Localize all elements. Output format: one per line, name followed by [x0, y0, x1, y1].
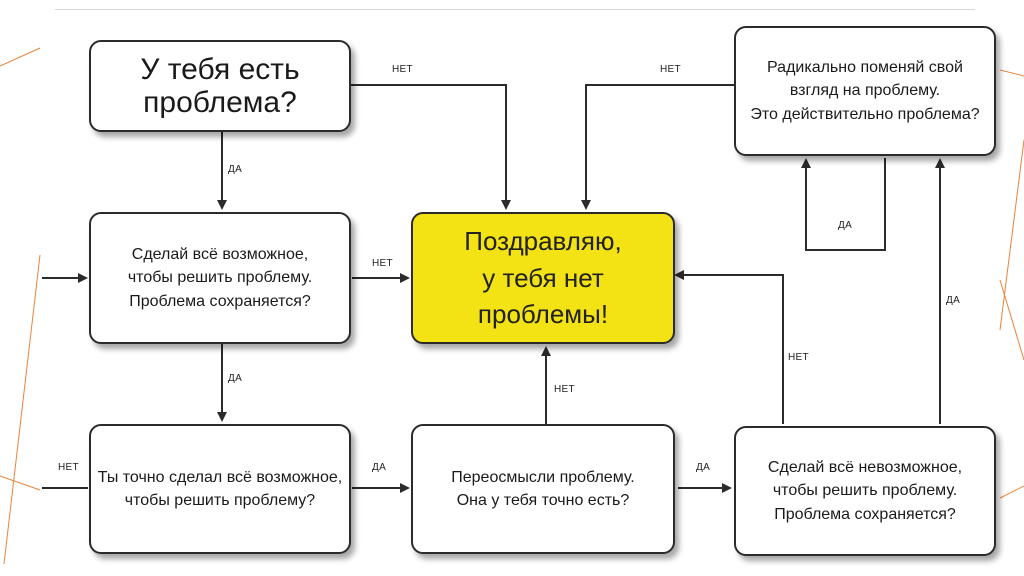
node-do-everything: Сделай всё возможное, чтобы решить пробл… — [89, 212, 351, 344]
node-start: У тебя есть проблема? — [89, 40, 351, 132]
node-sure-did: Ты точно сделал всё возможное, чтобы реш… — [89, 424, 351, 554]
node-radical: Радикально поменяй свой взгляд на пробле… — [734, 26, 996, 156]
label-yes-impossible: ДА — [946, 295, 961, 306]
node-rethink-line1: Переосмысли проблему. — [451, 468, 635, 486]
edge-start-final — [350, 84, 511, 210]
edge-radical-loop — [801, 158, 886, 251]
label-yes-do: ДА — [228, 373, 243, 384]
node-start-text: У тебя есть проблема? — [140, 53, 300, 119]
node-do-impossible-line3: Проблема сохраняется? — [774, 505, 956, 523]
label-yes-rethink: ДА — [696, 462, 711, 473]
label-yes-start: ДА — [228, 164, 243, 175]
node-final-line2: у тебя нет проблемы! — [477, 262, 609, 330]
node-do-everything-line1: Сделай всё возможное, — [131, 246, 309, 264]
label-no-impossible: НЕТ — [788, 352, 809, 363]
node-radical-line1: Радикально поменяй свой — [767, 59, 963, 77]
label-no-radical: НЕТ — [660, 64, 681, 75]
node-do-impossible-line2: чтобы решить проблему. — [772, 482, 958, 500]
node-sure-did-line1: Ты точно сделал всё возможное, — [97, 468, 343, 486]
edge-impossible-final — [674, 270, 784, 424]
edge-radical-final — [581, 84, 735, 210]
node-final-line1: Поздравляю, — [464, 226, 622, 257]
label-yes-sure: ДА — [372, 462, 387, 473]
label-no-rethink: НЕТ — [554, 384, 575, 395]
label-no-sure: НЕТ — [58, 462, 79, 473]
node-sure-did-line2: чтобы решить проблему? — [124, 492, 316, 509]
node-rethink: Переосмысли проблему. Она у тебя точно е… — [411, 424, 675, 554]
node-rethink-line2: Она у тебя точно есть? — [456, 492, 630, 509]
node-do-impossible-line1: Сделай всё невозможное, — [767, 459, 963, 477]
node-radical-line2: взгляд на проблему. — [789, 82, 941, 100]
node-final: Поздравляю, у тебя нет проблемы! — [411, 212, 675, 344]
node-do-everything-line3: Проблема сохраняется? — [129, 292, 311, 310]
label-no-start: НЕТ — [392, 64, 413, 75]
node-radical-line3: Это действительно проблема? — [750, 105, 980, 123]
label-no-do: НЕТ — [372, 258, 393, 269]
node-do-impossible: Сделай всё невозможное, чтобы решить про… — [734, 426, 996, 556]
top-divider — [55, 9, 975, 10]
decorative-lines — [0, 47, 1024, 565]
label-yes-radical: ДА — [838, 220, 853, 231]
node-do-everything-line2: чтобы решить проблему. — [127, 269, 313, 287]
